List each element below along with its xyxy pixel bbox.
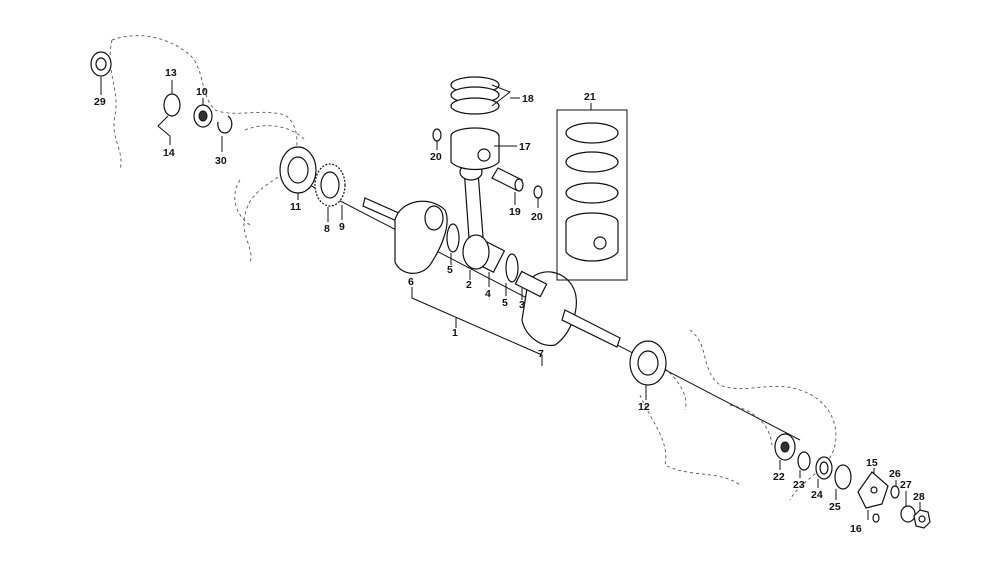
callout-17: 17 bbox=[519, 141, 531, 153]
callout-21: 21 bbox=[584, 91, 596, 103]
washer-part-26 bbox=[890, 485, 900, 499]
engine-case-right-outline bbox=[639, 329, 837, 501]
piston-kit-box-part-21 bbox=[556, 103, 628, 281]
callout-10: 10 bbox=[196, 86, 208, 98]
callout-30: 30 bbox=[215, 155, 227, 167]
callout-28: 28 bbox=[913, 491, 925, 503]
bearing-part-10 bbox=[193, 104, 213, 128]
callout-26: 26 bbox=[889, 468, 901, 480]
callout-16: 16 bbox=[850, 523, 862, 535]
piston-rings-part-18 bbox=[450, 76, 500, 115]
callout-9: 9 bbox=[339, 221, 345, 233]
callout-7: 7 bbox=[538, 348, 544, 360]
callout-6: 6 bbox=[408, 276, 414, 288]
oil-seal-part-29 bbox=[90, 51, 112, 77]
nut-part-27 bbox=[900, 505, 916, 523]
gear-part-8 bbox=[314, 163, 346, 207]
crankshaft-left-web-part-6 bbox=[362, 197, 448, 274]
washer-part-5b bbox=[505, 253, 519, 283]
callout-8: 8 bbox=[324, 223, 330, 235]
callout-19: 19 bbox=[509, 206, 521, 218]
cover-plate-part-15 bbox=[857, 471, 889, 509]
piston-pin-part-19 bbox=[491, 167, 524, 192]
callout-24: 24 bbox=[811, 489, 823, 501]
connecting-rod-part-2 bbox=[459, 163, 490, 270]
clip-part-30 bbox=[217, 115, 233, 134]
leader-18-bracket bbox=[491, 84, 512, 107]
circlip-part-13 bbox=[163, 93, 181, 117]
screw-part-16 bbox=[872, 513, 880, 523]
bearing-part-22 bbox=[774, 433, 796, 461]
callout-14: 14 bbox=[163, 147, 175, 159]
ring-part-23 bbox=[797, 451, 811, 471]
callout-5b: 5 bbox=[502, 297, 508, 309]
circlip-part-20b bbox=[533, 185, 543, 199]
crankshaft-right-web-part-7 bbox=[514, 270, 621, 348]
bearing-part-12 bbox=[629, 340, 667, 386]
engine-case-left-outline bbox=[109, 35, 306, 263]
assembly-bracket-part-1 bbox=[411, 287, 543, 366]
callout-2: 2 bbox=[466, 279, 472, 291]
callout-20a: 20 bbox=[430, 151, 442, 163]
callout-4: 4 bbox=[485, 288, 491, 300]
seal-part-24 bbox=[815, 456, 833, 480]
callout-1: 1 bbox=[452, 327, 458, 339]
cap-nut-part-28 bbox=[913, 509, 931, 529]
callout-13: 13 bbox=[165, 67, 177, 79]
callout-27: 27 bbox=[900, 479, 912, 491]
callout-3: 3 bbox=[519, 299, 525, 311]
callout-20b: 20 bbox=[531, 211, 543, 223]
bearing-part-11 bbox=[279, 146, 317, 194]
callout-5a: 5 bbox=[447, 264, 453, 276]
callout-15: 15 bbox=[866, 457, 878, 469]
circlip-part-20a bbox=[432, 128, 442, 142]
callout-22: 22 bbox=[773, 471, 785, 483]
leader-14-bracket bbox=[157, 115, 171, 137]
o-ring-part-25 bbox=[834, 464, 852, 490]
callout-25: 25 bbox=[829, 501, 841, 513]
callout-12: 12 bbox=[638, 401, 650, 413]
callout-18: 18 bbox=[522, 93, 534, 105]
callout-11: 11 bbox=[290, 201, 301, 213]
piston-part-17 bbox=[450, 127, 500, 171]
callout-29: 29 bbox=[94, 96, 106, 108]
washer-part-5a bbox=[446, 223, 460, 253]
callout-23: 23 bbox=[793, 479, 805, 491]
